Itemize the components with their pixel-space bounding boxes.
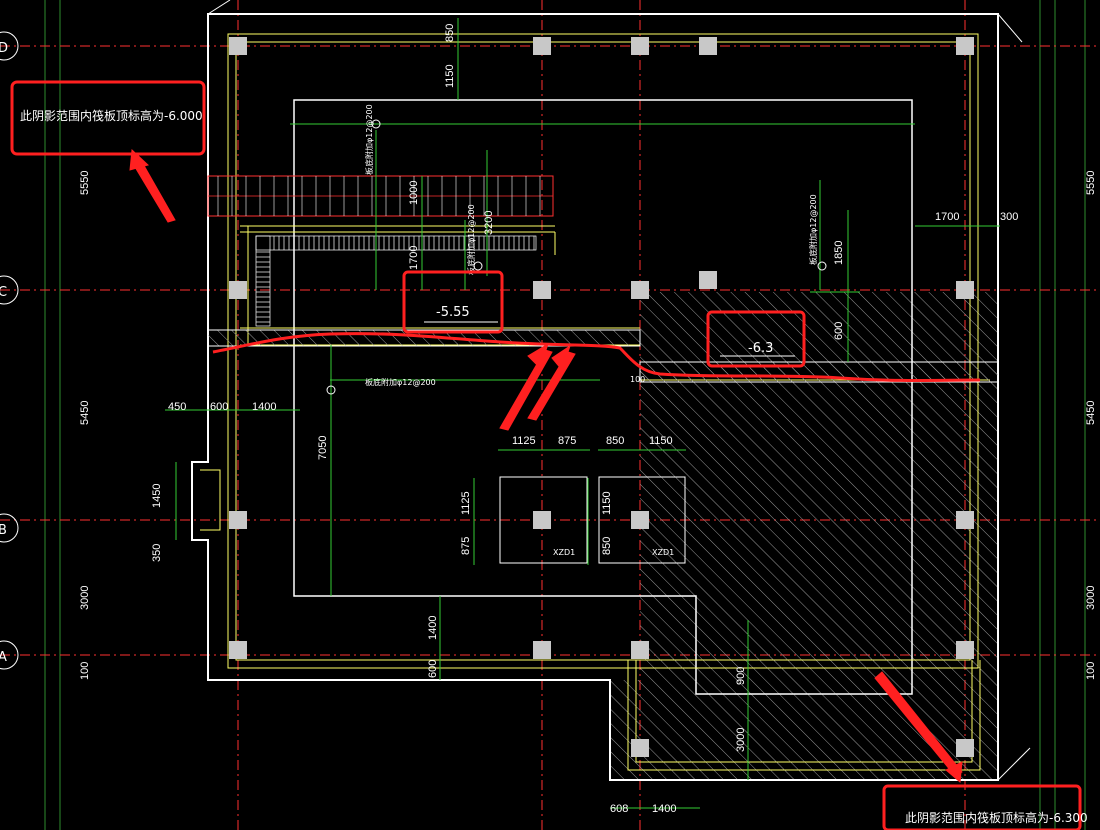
dim-875a: 875 xyxy=(558,435,576,447)
dim-1000: 1000 xyxy=(408,181,420,205)
axis-label-b: B xyxy=(0,523,7,538)
dim-900: 900 xyxy=(735,667,747,685)
column xyxy=(631,739,649,757)
label-xzd1-right: XZD1 xyxy=(652,548,674,557)
outer-boundary xyxy=(191,13,999,781)
right-dim-1: 5550 xyxy=(1085,171,1097,195)
dim-3000: 3000 xyxy=(735,728,747,752)
column xyxy=(956,37,974,55)
rebar-note-mid: 板底附加φ12@200 xyxy=(365,377,436,387)
dim-1150: 1150 xyxy=(444,64,456,88)
axis-labels: D C B A xyxy=(0,31,19,670)
dim-600c: 600 xyxy=(427,660,439,678)
dim-1125a: 1125 xyxy=(512,435,536,447)
markup-red-line xyxy=(212,332,981,382)
annotation-bottom-right: 此阴影范围内筏板顶标高为-6.300 xyxy=(905,810,1088,825)
axis-label-a: A xyxy=(0,650,7,665)
column xyxy=(631,37,649,55)
column xyxy=(533,281,551,299)
column xyxy=(229,511,247,529)
right-dim-4: 100 xyxy=(1085,662,1097,680)
column xyxy=(631,641,649,659)
rebar-note-top: 板底附加φ12@200 xyxy=(364,104,374,175)
level-mid: -5.55 xyxy=(436,305,470,320)
dimension-texts: 850 1150 1000 1700 3200 1700 300 1850 60… xyxy=(151,24,1018,815)
corner-marks xyxy=(207,0,1031,781)
grid-lines-vertical xyxy=(44,0,1086,830)
column xyxy=(229,641,247,659)
pad-xzd1-left xyxy=(499,476,588,564)
left-dim-2: 5450 xyxy=(79,401,91,425)
dim-608: 608 xyxy=(610,803,628,815)
column xyxy=(229,37,247,55)
right-dim-3: 3000 xyxy=(1085,586,1097,610)
label-xzd1-left: XZD1 xyxy=(553,548,575,557)
dim-1150c: 1150 xyxy=(601,491,613,515)
markup-arrows xyxy=(129,148,963,784)
level-marks: -5.55 -6.3 xyxy=(424,305,795,357)
axis-label-d: D xyxy=(0,41,8,56)
column xyxy=(699,271,717,289)
right-dimensions: 5550 5450 3000 100 xyxy=(1085,171,1097,680)
rebar-markers xyxy=(326,119,827,395)
left-dim-4: 100 xyxy=(79,662,91,680)
inner-pit-boundary xyxy=(293,99,913,695)
column xyxy=(533,37,551,55)
column xyxy=(631,281,649,299)
dim-600b: 600 xyxy=(210,401,228,413)
rebar-note-vert: 板底附加φ12@200 xyxy=(466,204,476,275)
column xyxy=(533,641,551,659)
dim-600a: 600 xyxy=(833,322,845,340)
column xyxy=(699,37,717,55)
dim-7050: 7050 xyxy=(317,436,329,460)
right-dim-2: 5450 xyxy=(1085,401,1097,425)
column xyxy=(956,281,974,299)
columns xyxy=(229,37,974,757)
dim-450: 450 xyxy=(168,401,186,413)
left-dimensions: 5550 5450 3000 100 xyxy=(79,171,91,680)
hatched-raft-region xyxy=(610,292,998,780)
dim-1700a: 1700 xyxy=(408,246,420,270)
dim-850b: 850 xyxy=(606,435,624,447)
dim-850: 850 xyxy=(444,24,456,42)
column xyxy=(229,281,247,299)
dim-1700b: 1700 xyxy=(935,211,959,223)
left-dim-1: 5550 xyxy=(79,171,91,195)
rebar-note-right: 板底附加φ12@200 xyxy=(808,194,818,265)
dim-1400c: 1400 xyxy=(652,803,676,815)
dim-850c: 850 xyxy=(601,537,613,555)
ladder-band xyxy=(255,235,537,327)
column xyxy=(631,511,649,529)
annotation-top-left: 此阴影范围内筏板顶标高为-6.000 xyxy=(20,108,203,123)
pad-xzd1-right xyxy=(598,476,686,564)
column xyxy=(956,511,974,529)
column xyxy=(956,739,974,757)
brick-band xyxy=(207,175,554,217)
dim-1400a: 1400 xyxy=(252,401,276,413)
dim-300: 300 xyxy=(1000,211,1018,223)
dim-350: 350 xyxy=(151,544,163,562)
dim-3200: 3200 xyxy=(483,211,495,235)
axis-label-c: C xyxy=(0,285,7,300)
level-right: -6.3 xyxy=(748,341,773,356)
column xyxy=(533,511,551,529)
dim-1400b: 1400 xyxy=(427,616,439,640)
dim-1125b: 1125 xyxy=(460,491,472,515)
left-dim-3: 3000 xyxy=(79,586,91,610)
dim-1850: 1850 xyxy=(833,241,845,265)
dim-1450: 1450 xyxy=(151,484,163,508)
markup-boxes xyxy=(10,80,1082,830)
column xyxy=(956,641,974,659)
rebar-notes: 板底附加φ12@200 板底附加φ12@200 板底附加φ12@200 板底附加… xyxy=(364,104,818,387)
dim-100: 100 xyxy=(630,375,645,384)
dim-1150b: 1150 xyxy=(649,435,673,447)
dim-875b: 875 xyxy=(460,537,472,555)
